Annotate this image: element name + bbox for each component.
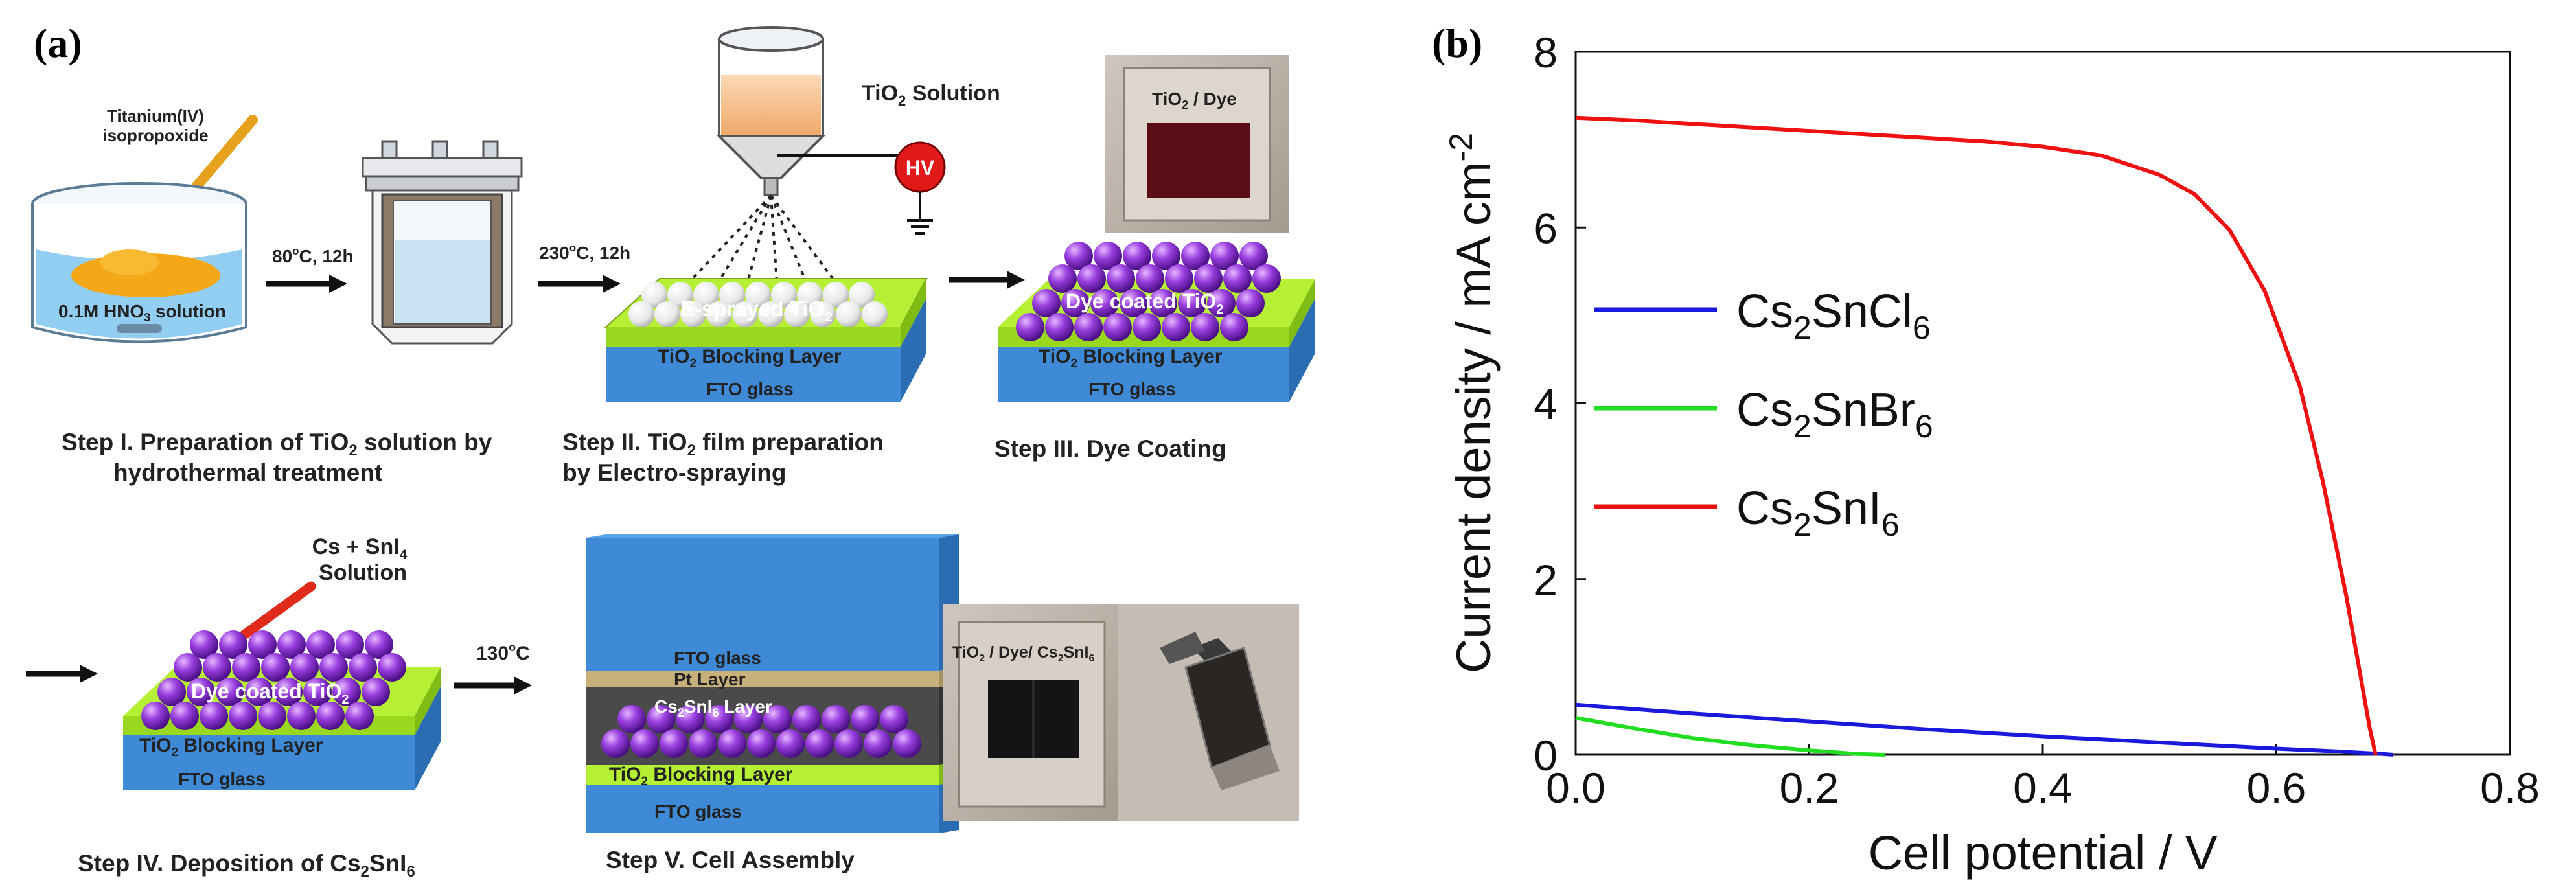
cssni6-layer-label: Cs2SnI6 Layer [654, 696, 772, 719]
step4-caption: Step IV. Deposition of Cs2SnI6 [78, 850, 415, 880]
y-tick-label: 6 [1534, 204, 1558, 252]
precursor-line1: Titanium(IV) [107, 106, 204, 126]
y-tick-label: 4 [1534, 380, 1558, 428]
x-axis-label: Cell potential / V [1869, 826, 2218, 880]
legend: Cs2SnCl6 Cs2SnBr6 Cs2SnI6 [1594, 286, 1933, 543]
step5-caption: Step V. Cell Assembly [606, 847, 855, 873]
arrow-step2-to-step3 [949, 271, 1025, 289]
fto-label-4: FTO glass [178, 769, 266, 789]
series-line-cs2sncl6 [1575, 702, 2394, 757]
series-line-cs2sni6 [1575, 115, 2378, 755]
x-tick-label: 0.2 [1780, 764, 1839, 812]
plot-frame [1574, 51, 2511, 756]
legend-item-cs2sncl6: Cs2SnCl6 [1594, 286, 1931, 346]
dye-coated-label-3: Dye coated TiO2 [1066, 290, 1224, 317]
y-tick-label: 0 [1534, 731, 1558, 779]
x-tick-label: 0.0 [1546, 764, 1605, 812]
step1-beaker-illustration: Titanium(IV) isopropoxide 0.1M HNO3 solu… [31, 106, 258, 343]
fto-label-5: FTO glass [654, 801, 742, 821]
condition-130c: 130oC [476, 641, 530, 664]
panel-b-label: (b) [1432, 20, 1482, 66]
dye-coated-label-4: Dye coated TiO2 [191, 680, 349, 707]
x-tick-label: 0.6 [2247, 764, 2306, 812]
legend-item-cs2snbr6: Cs2SnBr6 [1594, 384, 1933, 444]
hno3-label: 0.1M HNO3 solution [58, 301, 226, 324]
photo1-label: TiO2 / Dye [1152, 89, 1237, 111]
legend-item-cs2sni6: Cs2SnI6 [1594, 483, 1900, 543]
legend-label-cs2sncl6: Cs2SnCl6 [1736, 286, 1931, 346]
esprayed-label: E-sprayed TiO2 [680, 297, 833, 325]
cs-solution-line1: Cs + SnI4 [312, 534, 408, 562]
y-axis-label: Current density / mA cm-2 [1443, 133, 1501, 673]
fto-label-top: FTO glass [674, 648, 761, 668]
fto-label-2: FTO glass [706, 379, 794, 399]
step1-caption-line1: Step I. Preparation of TiO2 solution by [62, 429, 492, 459]
blocking-layer-label-2: TiO2 Blocking Layer [658, 346, 842, 371]
autoclave-illustration [362, 140, 523, 345]
arrow-step4-to-step5: 130oC [454, 641, 532, 695]
x-tick-label: 0.8 [2480, 764, 2540, 812]
arrow-into-step4 [26, 665, 98, 683]
tio2-solution-label: TiO2 Solution [862, 81, 1000, 109]
axis-ticks: 0.0 0.2 0.4 0.6 0.8 0 2 4 6 8 [1534, 29, 2540, 812]
x-tick-label: 0.4 [2013, 764, 2073, 812]
legend-label-cs2sni6: Cs2SnI6 [1736, 483, 1900, 543]
cell-assembly-illustration: FTO glass Pt Layer Cs2SnI6 Layer TiO2 Bl… [586, 534, 959, 833]
pt-layer-label: Pt Layer [674, 669, 746, 689]
fto-label-3: FTO glass [1088, 379, 1176, 399]
series-layer [1575, 115, 2394, 757]
legend-label-cs2snbr6: Cs2SnBr6 [1736, 384, 1933, 444]
step4-illustration: Cs + SnI4 Solution Dye coated TiO2 TiO2 … [123, 534, 441, 790]
electrospray-illustration: HV TiO2 Solution [604, 26, 1000, 402]
hv-label: HV [906, 156, 935, 179]
photo-tio2-dye: TiO2 / Dye [1105, 55, 1289, 233]
white-tio2-spheres [628, 282, 888, 327]
blocking-layer-label-3: TiO2 Blocking Layer [1039, 346, 1223, 371]
step2-caption-line2: by Electro-spraying [562, 459, 786, 486]
blocking-layer-label-5: TiO2 Blocking Layer [609, 764, 793, 788]
panel-a-label: (a) [34, 20, 82, 66]
dye-coated-substrate-step3: Dye coated TiO2 TiO2 Blocking Layer FTO … [998, 242, 1315, 402]
y-tick-label: 8 [1534, 29, 1558, 76]
precursor-line2: isopropoxide [102, 126, 208, 145]
photo-tio2-dye-cssni6: TiO2 / Dye/ Cs2SnI6 [943, 604, 1118, 821]
photo-held-cell [1118, 604, 1299, 821]
step2-caption-line1: Step II. TiO2 film preparation [562, 429, 884, 459]
photo2-label: TiO2 / Dye/ Cs2SnI6 [952, 643, 1095, 664]
condition-80c: 80oC, 12h [272, 245, 354, 266]
cs-solution-line2: Solution [319, 560, 407, 585]
condition-230c: 230oC, 12h [539, 242, 630, 263]
blocking-layer-label-4: TiO2 Blocking Layer [139, 735, 323, 759]
step3-caption: Step III. Dye Coating [995, 435, 1226, 462]
y-tick-label: 2 [1534, 556, 1558, 604]
arrow-autoclave-to-step2: 230oC, 12h [538, 242, 630, 293]
series-line-cs2snbr6 [1575, 716, 1885, 757]
arrow-step1-to-autoclave: 80oC, 12h [266, 245, 354, 293]
step1-caption-line2: hydrothermal treatment [113, 459, 382, 486]
